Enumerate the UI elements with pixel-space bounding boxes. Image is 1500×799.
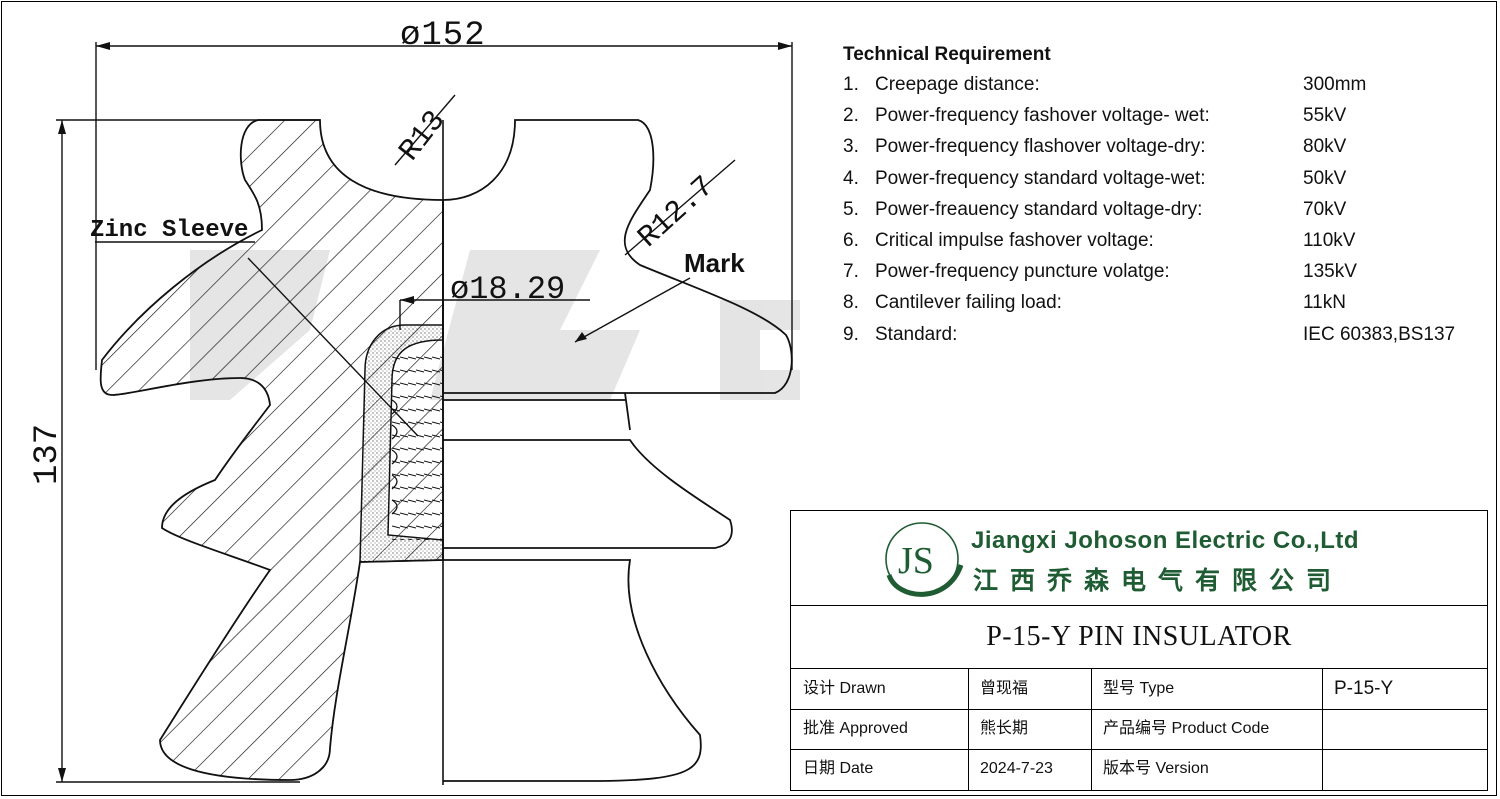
dim-thread-diameter: ø18.29 (450, 271, 565, 308)
insulator-drawing: ø152 137 R13 R12.7 ø18.29 Zinc Sleeve Ma… (29, 17, 800, 785)
dim-top-radius: R13 (393, 105, 453, 168)
dim-top-diameter: ø152 (400, 17, 486, 55)
dim-shed-radius: R12.7 (632, 170, 722, 255)
company-name-cn: 江西乔森电气有限公司 (973, 567, 1344, 595)
version-label: 版本号 Version (1103, 760, 1209, 777)
approved-label: 批准 Approved (803, 720, 908, 737)
product-code-label: 产品编号 Product Code (1103, 720, 1270, 737)
requirement-row: 7. Power-frequency puncture volatge: 135… (843, 261, 1357, 283)
drawn-value: 曾现福 (980, 680, 1029, 697)
drawn-label: 设计 Drawn (803, 680, 886, 697)
requirements-title: Technical Requirement (843, 44, 1051, 65)
insulator-section-left (99, 119, 444, 781)
company-header: JS Jiangxi Johoson Electric Co.,Ltd 江西乔森… (791, 511, 1487, 606)
title-block: JS Jiangxi Johoson Electric Co.,Ltd 江西乔森… (790, 510, 1488, 791)
requirement-row: 4. Power-frequency standard voltage-wet:… (843, 167, 1347, 189)
approved-value: 熊长期 (980, 720, 1029, 737)
pin-thread (392, 352, 443, 540)
label-mark: Mark (684, 248, 745, 278)
company-logo-icon: JS (885, 522, 964, 597)
product-title: P-15-Y PIN INSULATOR (791, 606, 1487, 669)
requirement-row: 1. Creepage distance: 300mm (843, 74, 1367, 95)
company-name-en: Jiangxi Johoson Electric Co.,Ltd (971, 527, 1360, 554)
requirement-row: 3. Power-frequency flashover voltage-dry… (843, 136, 1347, 158)
type-value: P-15-Y (1334, 678, 1394, 699)
label-zinc-sleeve: Zinc Sleeve (90, 217, 248, 244)
zinc-sleeve (359, 324, 444, 563)
type-label: 型号 Type (1103, 680, 1175, 697)
dim-height: 137 (29, 424, 67, 485)
date-label: 日期 Date (803, 760, 874, 777)
insulator-outline-right (442, 119, 793, 394)
technical-requirements: Technical Requirement 1. Creepage distan… (843, 44, 1483, 355)
requirement-row: 2. Power-frequency fashover voltage- wet… (843, 105, 1347, 127)
requirement-row: 8. Cantilever failing load: 11kN (843, 292, 1346, 314)
requirement-row: 9. Standard: IEC 60383,BS137 (843, 323, 1456, 345)
date-value: 2024-7-23 (980, 760, 1053, 777)
requirement-row: 5. Power-freauency standard voltage-dry:… (843, 198, 1347, 220)
svg-text:JS: JS (898, 540, 934, 582)
requirement-row: 6. Critical impulse fashover voltage: 11… (843, 229, 1356, 251)
